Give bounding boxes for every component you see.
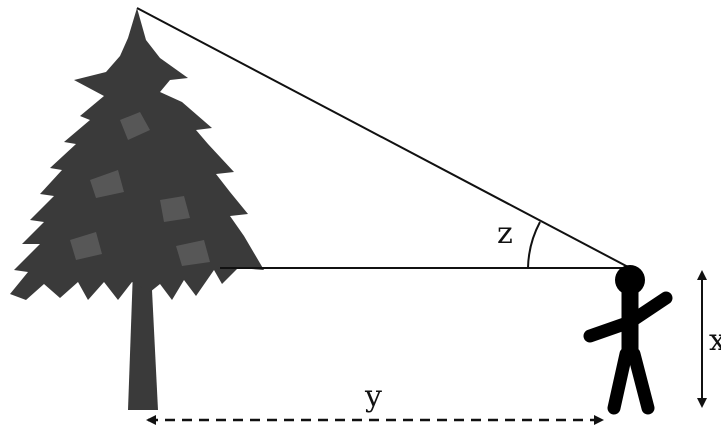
pine-tree-icon — [10, 8, 264, 410]
line-of-sight — [136, 7, 631, 269]
angle-label: z — [497, 216, 513, 251]
tree-trunk — [128, 270, 158, 410]
person-arm-left — [583, 315, 637, 343]
person-head — [615, 265, 645, 295]
tree-foliage-highlight — [70, 112, 210, 266]
person-arm-right — [623, 291, 673, 329]
person-leg-right — [627, 347, 655, 415]
height-label: x — [709, 323, 721, 358]
angle-arc — [527, 221, 541, 269]
distance-label: y — [364, 379, 382, 414]
tree-foliage — [10, 8, 264, 300]
person-leg-left — [607, 347, 633, 415]
person-icon — [583, 265, 673, 415]
